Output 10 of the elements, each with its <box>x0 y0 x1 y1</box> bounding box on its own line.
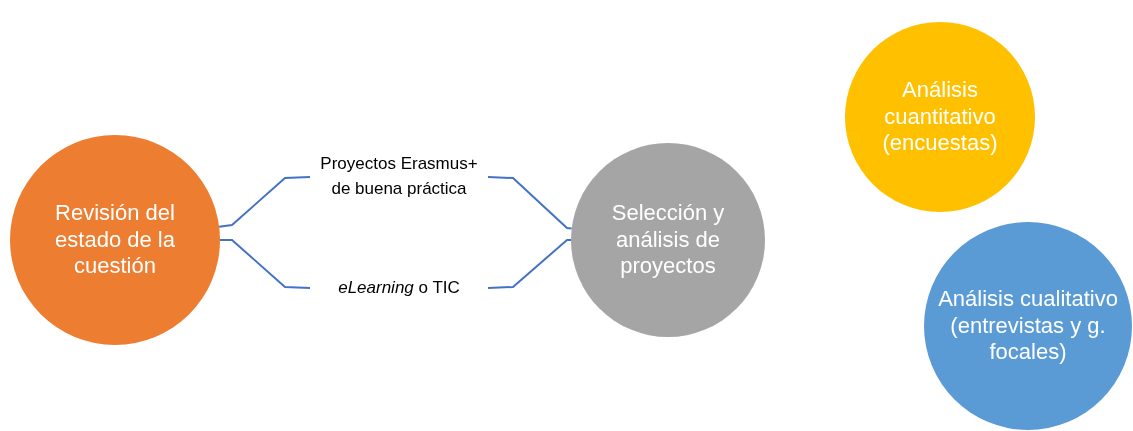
node-label: eLearning o TIC <box>338 276 460 299</box>
node-label: Proyectos Erasmus+ de buena práctica <box>319 153 479 200</box>
connector-line <box>487 239 572 289</box>
node-label: Revisión del estado de la cuestión <box>54 200 176 280</box>
connector-line <box>218 176 311 228</box>
connector-line <box>219 239 311 289</box>
node-label: Análisis cualitativo (entrevistas y g. focales) <box>937 286 1119 366</box>
connector-line <box>487 176 573 230</box>
node-label: Análisis cuantitativo (encuestas) <box>881 77 999 157</box>
node-label: Selección y análisis de proyectos <box>610 200 726 280</box>
